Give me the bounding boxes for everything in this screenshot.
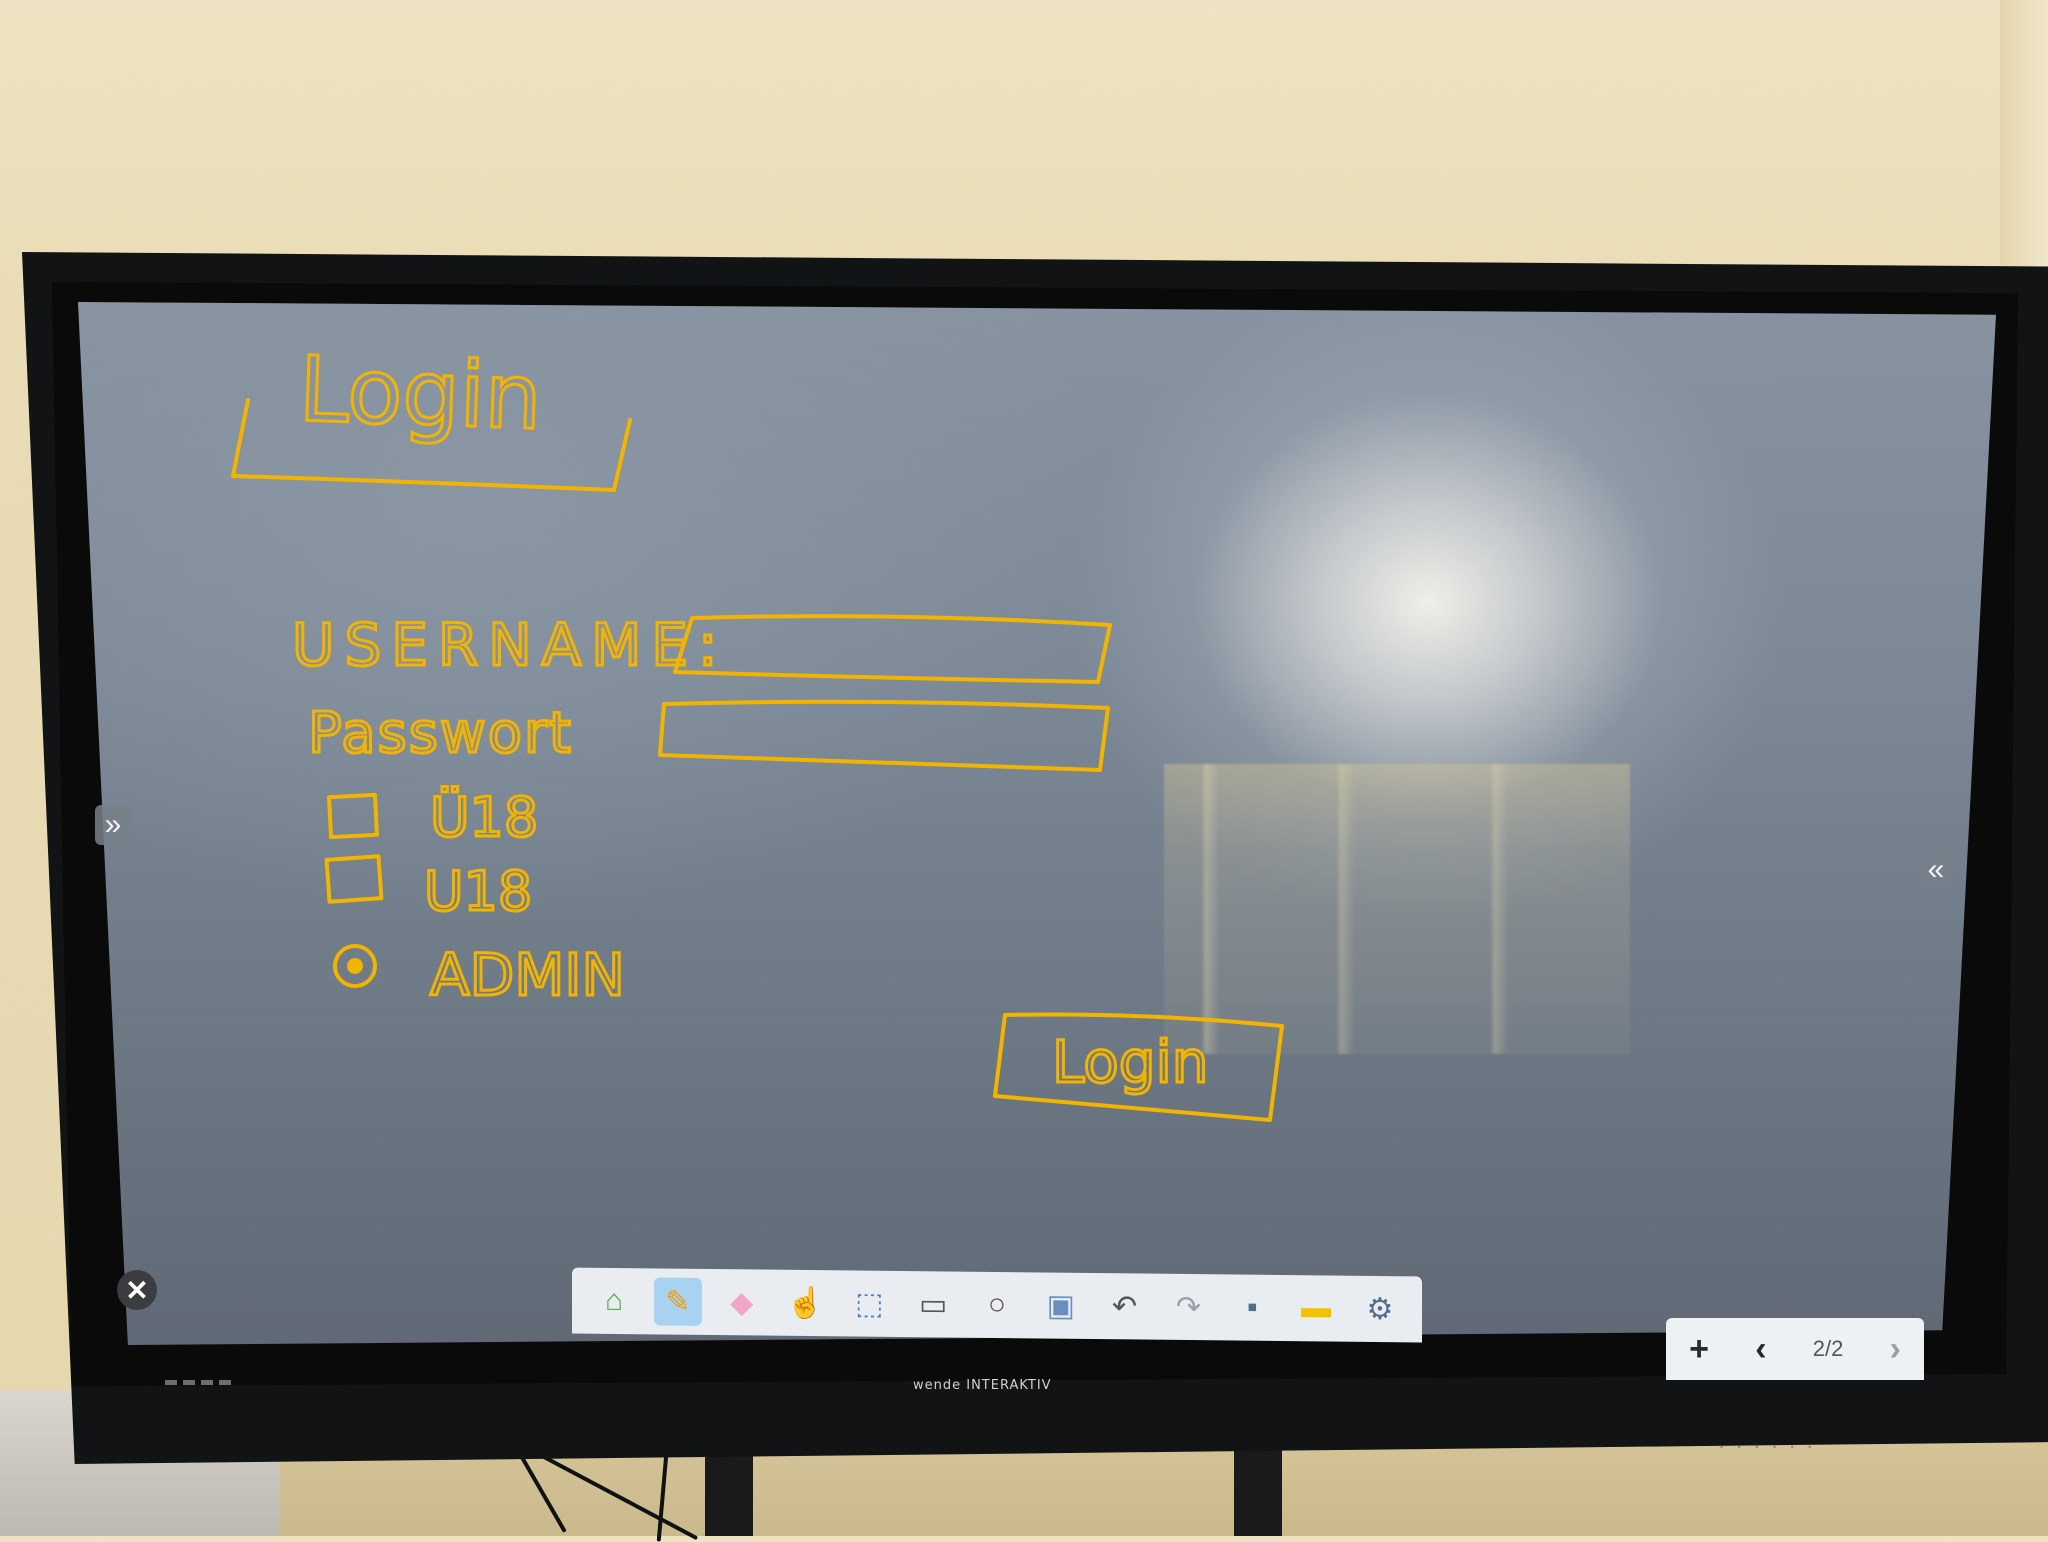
- settings-tool-button[interactable]: ⚙: [1356, 1285, 1404, 1334]
- settings-icon: ⚙: [1366, 1292, 1394, 1326]
- sketch-radio: [333, 944, 377, 988]
- plus-icon[interactable]: +: [1689, 1329, 1709, 1368]
- hand-icon: ☝: [786, 1286, 825, 1320]
- whiteboard-screen[interactable]: [78, 302, 1996, 1346]
- chevron-left-icon[interactable]: ‹: [1755, 1329, 1767, 1368]
- sketch-login-button: [993, 1012, 1284, 1122]
- home-icon: ⌂: [604, 1283, 624, 1318]
- sketch-title-underline: [231, 398, 632, 492]
- sketch-username-label: USERNAME:: [292, 611, 728, 679]
- sketch-checkbox-1-label: Ü18: [430, 786, 538, 849]
- page-navigator: + ‹ 2/2 ›: [1666, 1318, 1924, 1380]
- sketch-title: Login: [297, 337, 543, 450]
- sketch-checkbox-2: [324, 854, 384, 904]
- pen-tool-button[interactable]: ✎: [653, 1277, 702, 1326]
- sketch-username-field: [673, 614, 1112, 684]
- left-panel-toggle[interactable]: »: [95, 805, 131, 845]
- sketch-password-field: [658, 699, 1110, 772]
- selection-tool-button[interactable]: ⬚: [845, 1279, 893, 1328]
- sketch-password-label: Passwort: [308, 701, 573, 766]
- right-panel-toggle[interactable]: «: [1918, 850, 1954, 890]
- double-chevron-right-icon: »: [104, 808, 122, 841]
- monitor-tool-button[interactable]: ▭: [909, 1280, 957, 1329]
- pen-icon: ✎: [665, 1285, 691, 1319]
- save-tool-button[interactable]: ▪: [1228, 1283, 1276, 1332]
- close-button[interactable]: ✕: [117, 1270, 157, 1310]
- sketch-radio-label: ADMIN: [430, 941, 625, 1009]
- fill-tool-button[interactable]: ▣: [1037, 1281, 1085, 1330]
- circle-icon: ○: [987, 1287, 1007, 1322]
- close-icon: ✕: [125, 1274, 149, 1306]
- folder-icon: ▬: [1301, 1291, 1332, 1325]
- sketch-checkbox-2-label: U18: [424, 860, 532, 923]
- redo-icon: ↷: [1175, 1290, 1202, 1324]
- monitor-icon: ▭: [918, 1287, 948, 1321]
- front-ports: [165, 1372, 245, 1385]
- sketch-radio-dot: [347, 958, 363, 974]
- undo-tool-button[interactable]: ↶: [1101, 1282, 1149, 1331]
- page-indicator: 2/2: [1812, 1336, 1844, 1361]
- brand-logo: wende INTERAKTIV: [913, 1378, 1052, 1393]
- eraser-tool-button[interactable]: ◆: [718, 1278, 766, 1327]
- eraser-icon: ◆: [730, 1285, 754, 1319]
- sketch-login-button-label: Login: [1052, 1028, 1208, 1096]
- redo-tool-button[interactable]: ↷: [1164, 1283, 1212, 1332]
- home-tool-button[interactable]: ⌂: [590, 1277, 638, 1326]
- hand-tool-button[interactable]: ☝: [781, 1279, 829, 1328]
- drawing-toolbar: ⌂ ✎ ◆ ☝ ⬚ ▭ ○ ▣ ↶ ↷ ▪ ▬ ⚙: [572, 1267, 1422, 1343]
- folder-tool-button[interactable]: ▬: [1292, 1284, 1340, 1333]
- window-reflection: [1164, 764, 1630, 1054]
- selection-icon: ⬚: [855, 1287, 884, 1321]
- double-chevron-left-icon: «: [1927, 853, 1945, 886]
- undo-icon: ↶: [1112, 1289, 1138, 1323]
- circle-tool-button[interactable]: ○: [973, 1281, 1021, 1330]
- sketch-checkbox-1: [326, 792, 380, 840]
- fill-icon: ▣: [1046, 1289, 1075, 1323]
- front-buttons: • • • • • •: [1720, 1442, 1818, 1452]
- save-icon: ▪: [1246, 1290, 1258, 1324]
- chevron-right-icon[interactable]: ›: [1889, 1329, 1901, 1368]
